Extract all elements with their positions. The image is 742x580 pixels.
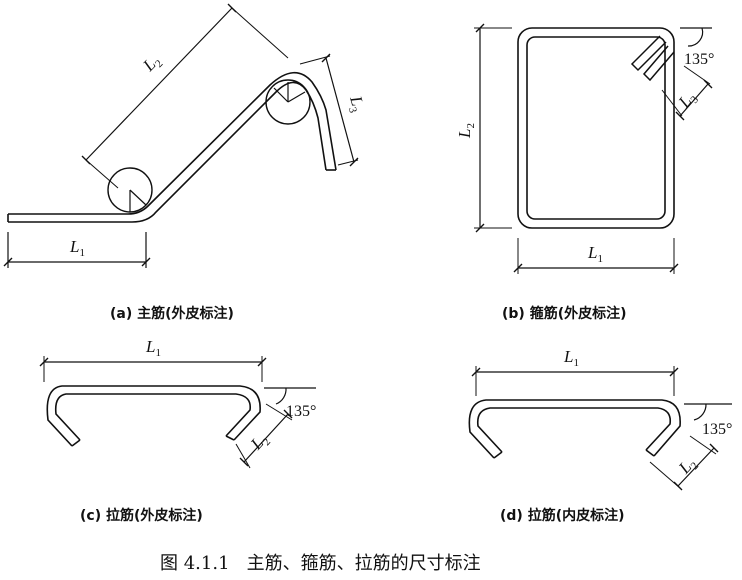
panel-c-caption: (c) 拉筋(外皮标注) [80,507,203,524]
c-L2-label: L2 [246,429,273,456]
panel-a-caption: (a) 主筋(外皮标注) [110,305,234,322]
bend-circle-upper [265,79,311,125]
d-L2-label: L2 [674,453,701,480]
panel-b-caption: (b) 箍筋(外皮标注) [502,305,627,322]
a-L1-label: L1 [69,237,85,259]
tie-bar-c-outer [46,385,261,447]
b-L1-label: L1 [587,243,603,265]
a-L3-label: L3 [343,93,369,115]
tie-bar-d-inner [476,407,672,453]
d-angle-label: 135° [702,421,732,438]
c-L1-label: L1 [145,337,161,359]
a-L2-label: L2 [139,51,166,78]
stirrup-outer [517,27,675,229]
b-L2-label: L2 [455,123,477,139]
b-L3-label: L3 [674,87,701,114]
panel-a-main-bar: L1 L2 L3 (a) 主筋(外皮标注) [3,3,369,322]
panel-c-tie-bar: L1 135° L2 (c) 拉筋(外皮标注) [39,337,316,524]
b-angle-label: 135° [684,51,714,68]
figure-caption: 图 4.1.1 主筋、箍筋、拉筋的尺寸标注 [160,553,481,574]
tie-bar-c-inner [54,393,252,441]
panel-d-tie-bar: L1 135° L2 (d) 拉筋(内皮标注) [468,347,732,524]
main-bar-shape-inner [8,81,327,223]
stirrup-inner [526,36,666,220]
c-angle-label: 135° [286,403,316,420]
d-L1-label: L1 [563,347,579,369]
tie-bar-d-outer [468,399,681,459]
main-bar-shape [8,71,337,215]
panel-b-stirrup: 135° L2 L1 L3 (b) 箍筋(外皮标注) [455,23,714,322]
panel-d-caption: (d) 拉筋(内皮标注) [500,507,625,524]
